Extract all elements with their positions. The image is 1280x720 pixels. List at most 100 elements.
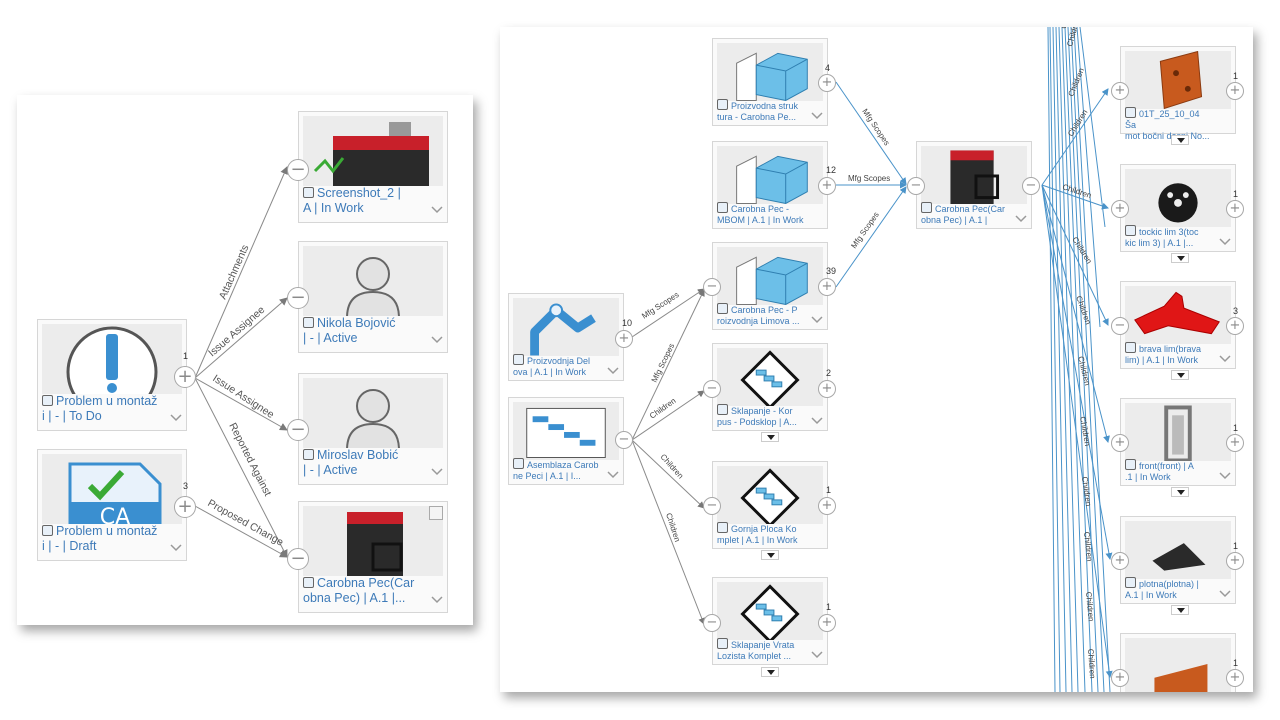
expand-plus-button[interactable]: + [1226,82,1244,100]
expand-plus-button[interactable]: + [1226,434,1244,452]
expand-plus-button[interactable]: + [818,380,836,398]
expand-plus-button[interactable]: + [1226,200,1244,218]
expand-plus-button[interactable]: + [1111,200,1129,218]
chevron-down-icon[interactable] [1219,355,1231,363]
expand-plus-button[interactable]: + [1111,552,1129,570]
chevron-down-icon[interactable] [607,367,619,375]
expand-plus-button[interactable]: + [615,330,633,348]
select-checkbox[interactable] [429,506,443,520]
attachment-node-screenshot[interactable]: Screenshot_2 |A | In Work [298,111,448,223]
expand-plus-button[interactable]: + [1111,82,1129,100]
carobna-label-line-2: obna Pec) | A.1 |... [303,591,406,605]
expand-plus-button[interactable]: + [818,74,836,92]
part-node-plotna[interactable]: plotna(plotna) |A.1 | In Work [1120,516,1236,604]
expand-plus-button[interactable]: + [818,278,836,296]
part-node-front[interactable]: front(front) | A.1 | In Work [1120,398,1236,486]
mfg-structure-icon [717,247,823,305]
expand-plus-button[interactable]: + [818,614,836,632]
collapse-minus-button[interactable]: − [1022,177,1040,195]
chevron-down-icon[interactable] [431,336,443,344]
expand-plus-button[interactable]: + [818,177,836,195]
label-line-1: Sklapanje Vrata [731,640,795,650]
edge-label-mfg-scopes-1: Mfg Scopes [860,107,891,147]
expand-plus-button[interactable]: + [1111,434,1129,452]
expand-down-button[interactable] [761,667,779,677]
chevron-down-icon[interactable] [811,651,823,659]
collapse-minus-button[interactable]: − [907,177,925,195]
label-line-2: lim) | A.1 | In Work [1125,355,1199,365]
expand-plus-button[interactable]: + [1226,552,1244,570]
collapse-minus-button[interactable]: − [287,419,309,441]
chevron-down-icon[interactable] [431,206,443,214]
collapse-minus-button[interactable]: − [703,497,721,515]
collapse-minus-button[interactable]: − [703,614,721,632]
expand-down-button[interactable] [761,550,779,560]
chevron-down-icon[interactable] [1015,215,1027,223]
miroslav-label-line-2: | - | Active [303,463,358,477]
collapse-minus-button[interactable]: − [287,159,309,181]
collapse-minus-button[interactable]: − [615,431,633,449]
chevron-down-icon[interactable] [170,544,182,552]
chevron-down-icon[interactable] [811,417,823,425]
chevron-down-icon[interactable] [170,414,182,422]
mfg-node-mbom[interactable]: Carobna Pec -MBOM | A.1 | In Work [712,141,828,229]
chevron-down-icon[interactable] [431,596,443,604]
chevron-down-icon[interactable] [1219,238,1231,246]
person-node-nikola[interactable]: Nikola Bojović| - | Active [298,241,448,353]
collapse-minus-button[interactable]: − [287,548,309,570]
collapse-minus-button[interactable]: − [1111,317,1129,335]
chevron-down-icon[interactable] [811,316,823,324]
collapse-minus-button[interactable]: − [703,380,721,398]
chevron-down-icon[interactable] [1219,590,1231,598]
expand-plus-button[interactable]: + [1226,669,1244,687]
chevron-down-icon[interactable] [811,112,823,120]
image-small-icon [303,187,314,198]
expand-plus-button[interactable]: + [174,366,196,388]
robot-arm-icon [513,298,619,356]
edge-label-mfg-scopes-5: Mfg Scopes [650,342,677,384]
expand-down-button[interactable] [1171,135,1189,145]
part-node-orange-partial[interactable] [1120,633,1236,692]
label-line-2: pus - Podsklop | A... [717,417,797,427]
expand-down-button[interactable] [761,432,779,442]
edge-label-children-9: Children [1076,355,1092,386]
collapse-minus-button[interactable]: − [287,287,309,309]
person-node-miroslav[interactable]: Miroslav Bobić| - | Active [298,373,448,485]
label-line-2: A.1 | In Work [1125,590,1177,600]
expand-down-button[interactable] [1171,487,1189,497]
collapse-minus-button[interactable]: − [703,278,721,296]
expand-plus-button[interactable]: + [1111,669,1129,687]
expand-down-button[interactable] [1171,370,1189,380]
expand-plus-button[interactable]: + [1226,317,1244,335]
expand-plus-button[interactable]: + [174,496,196,518]
chevron-down-icon[interactable] [1219,472,1231,480]
label-line-1: Carobna Pec - [731,204,790,214]
relation-count: 39 [826,266,837,276]
relation-count: 1 [1233,541,1239,551]
label-line-2: kic lim 3) | A.1 |... [1125,238,1194,248]
expand-down-button[interactable] [1171,605,1189,615]
chevron-down-icon[interactable] [431,468,443,476]
chevron-down-icon[interactable] [607,471,619,479]
expand-down-button[interactable] [1171,253,1189,263]
left-graph-panel: Attachments Issue Assignee Issue Assigne… [17,95,473,625]
label-line-2: obna Pec) | A.1 | [921,215,988,225]
expand-plus-button[interactable]: + [818,497,836,515]
relation-count: 4 [825,63,831,73]
relation-count: 1 [1233,189,1239,199]
black-plate-icon [1125,521,1231,579]
